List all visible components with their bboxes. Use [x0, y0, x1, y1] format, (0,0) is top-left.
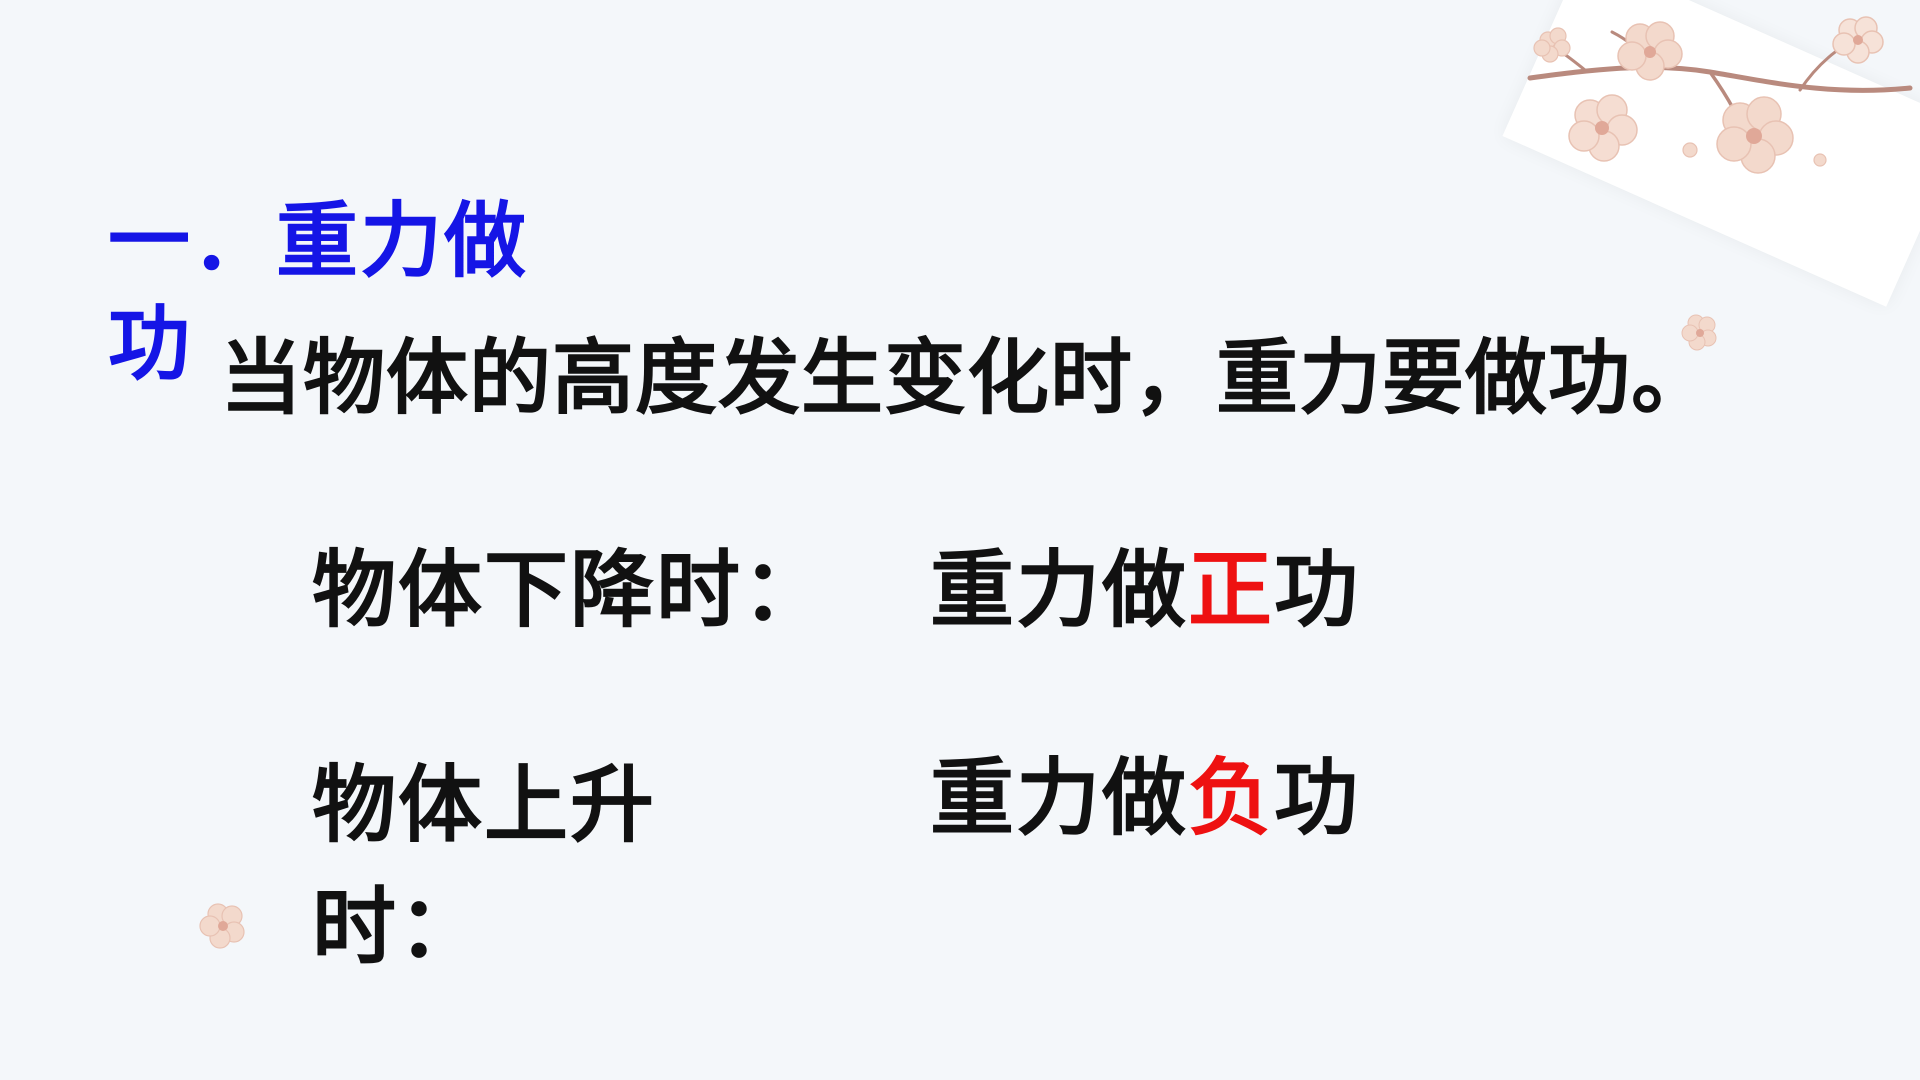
blossom-icon — [1681, 314, 1717, 351]
result-prefix: 重力做 — [930, 749, 1189, 847]
result-suffix: 功 — [1274, 749, 1361, 847]
ascending-label: 物体上升时： — [312, 756, 657, 976]
intro-statement: 当物体的高度发生变化时，重力要做功。 — [220, 331, 1715, 426]
descending-label: 物体下降时： — [312, 541, 829, 639]
blossom-icon — [199, 903, 245, 949]
plum-blossom-branch-icon — [1527, 16, 1913, 174]
result-prefix: 重力做 — [930, 541, 1189, 639]
positive-work-keyword: 正 — [1188, 541, 1275, 639]
ascending-result: 重力做负功 — [930, 748, 1360, 849]
section-heading: 一．重力做功 — [108, 194, 529, 393]
negative-work-keyword: 负 — [1188, 749, 1275, 847]
result-suffix: 功 — [1274, 541, 1361, 639]
descending-result: 重力做正功 — [930, 540, 1360, 641]
